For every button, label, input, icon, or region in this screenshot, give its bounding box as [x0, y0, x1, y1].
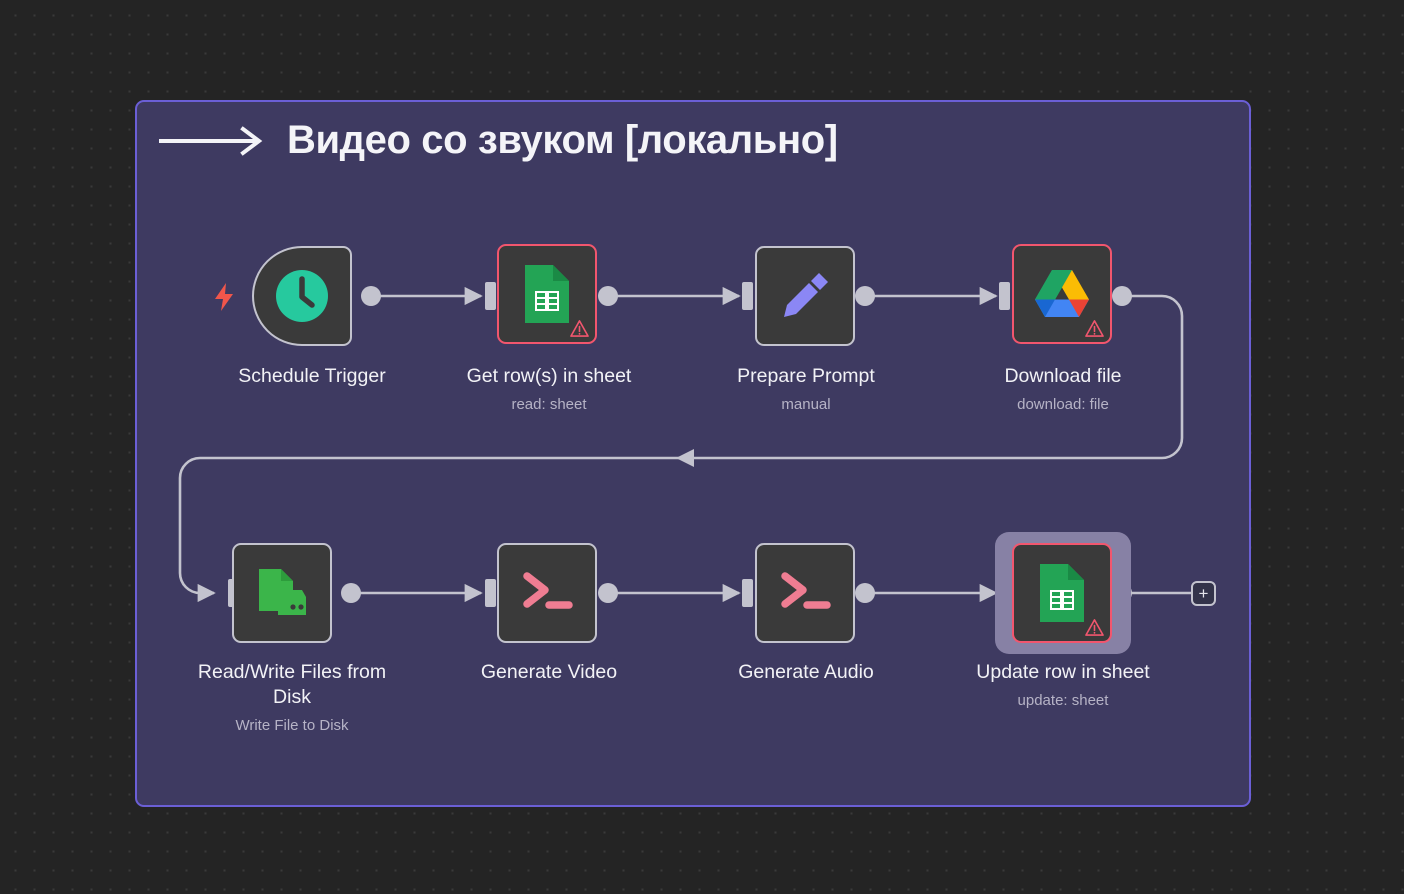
lightning-bolt-icon — [215, 283, 233, 311]
output-dot — [598, 286, 618, 306]
file-harddisk-icon — [259, 569, 306, 615]
terminal-prompt-icon — [781, 572, 831, 609]
add-node-button[interactable]: + — [1191, 581, 1216, 606]
input-bar — [742, 579, 753, 607]
long-right-arrow-icon — [159, 125, 263, 156]
node-label-update-row-in-sheet: Update row in sheet — [976, 661, 1150, 683]
panel-title: Видео со звуком [локально] — [157, 118, 838, 163]
input-bar — [485, 579, 496, 607]
output-dot — [598, 583, 618, 603]
node-sublabel-update-row-in-sheet: update: sheet — [1017, 692, 1109, 709]
node-sublabel-get-rows-in-sheet: read: sheet — [511, 396, 587, 413]
node-schedule-trigger[interactable] — [252, 246, 352, 346]
node-label-schedule-trigger: Schedule Trigger — [238, 365, 386, 387]
node-sublabel-prepare-prompt: manual — [781, 396, 831, 413]
node-get-rows-in-sheet[interactable] — [497, 244, 597, 344]
node-update-row-in-sheet[interactable] — [1012, 543, 1112, 643]
node-label-read-write-files-from-disk: Read/Write Files from Disk — [197, 661, 387, 708]
output-dot — [341, 583, 361, 603]
node-sublabel-read-write-files-from-disk: Write File to Disk — [235, 717, 349, 734]
node-download-file[interactable] — [1012, 244, 1112, 344]
google-sheets-icon — [525, 265, 569, 323]
panel-title-text: Видео со звуком [локально] — [287, 118, 838, 162]
node-label-generate-video: Generate Video — [480, 661, 618, 683]
loop-direction-arrow — [676, 449, 694, 467]
node-label-prepare-prompt: Prepare Prompt — [737, 365, 875, 387]
node-label-get-rows-in-sheet: Get row(s) in sheet — [466, 365, 632, 387]
output-dot — [855, 286, 875, 306]
input-bar — [999, 282, 1010, 310]
clock-icon — [276, 270, 328, 322]
pencil-icon — [784, 273, 828, 317]
output-dot — [855, 583, 875, 603]
node-generate-video[interactable] — [497, 543, 597, 643]
node-read-write-files-from-disk[interactable] — [232, 543, 332, 643]
node-label-generate-audio: Generate Audio — [738, 661, 874, 683]
node-label-download-file: Download file — [1004, 365, 1122, 387]
node-prepare-prompt[interactable] — [755, 246, 855, 346]
google-sheets-icon — [1040, 564, 1084, 622]
warning-triangle-icon — [1085, 619, 1104, 636]
input-bar — [742, 282, 753, 310]
node-sublabel-download-file: download: file — [1017, 396, 1109, 413]
node-generate-audio[interactable] — [755, 543, 855, 643]
warning-triangle-icon — [1085, 320, 1104, 337]
terminal-prompt-icon — [523, 572, 573, 609]
output-dot — [361, 286, 381, 306]
input-bar — [485, 282, 496, 310]
plus-icon: + — [1198, 584, 1209, 603]
google-drive-icon — [1035, 270, 1089, 317]
output-dot — [1112, 286, 1132, 306]
warning-triangle-icon — [570, 320, 589, 337]
